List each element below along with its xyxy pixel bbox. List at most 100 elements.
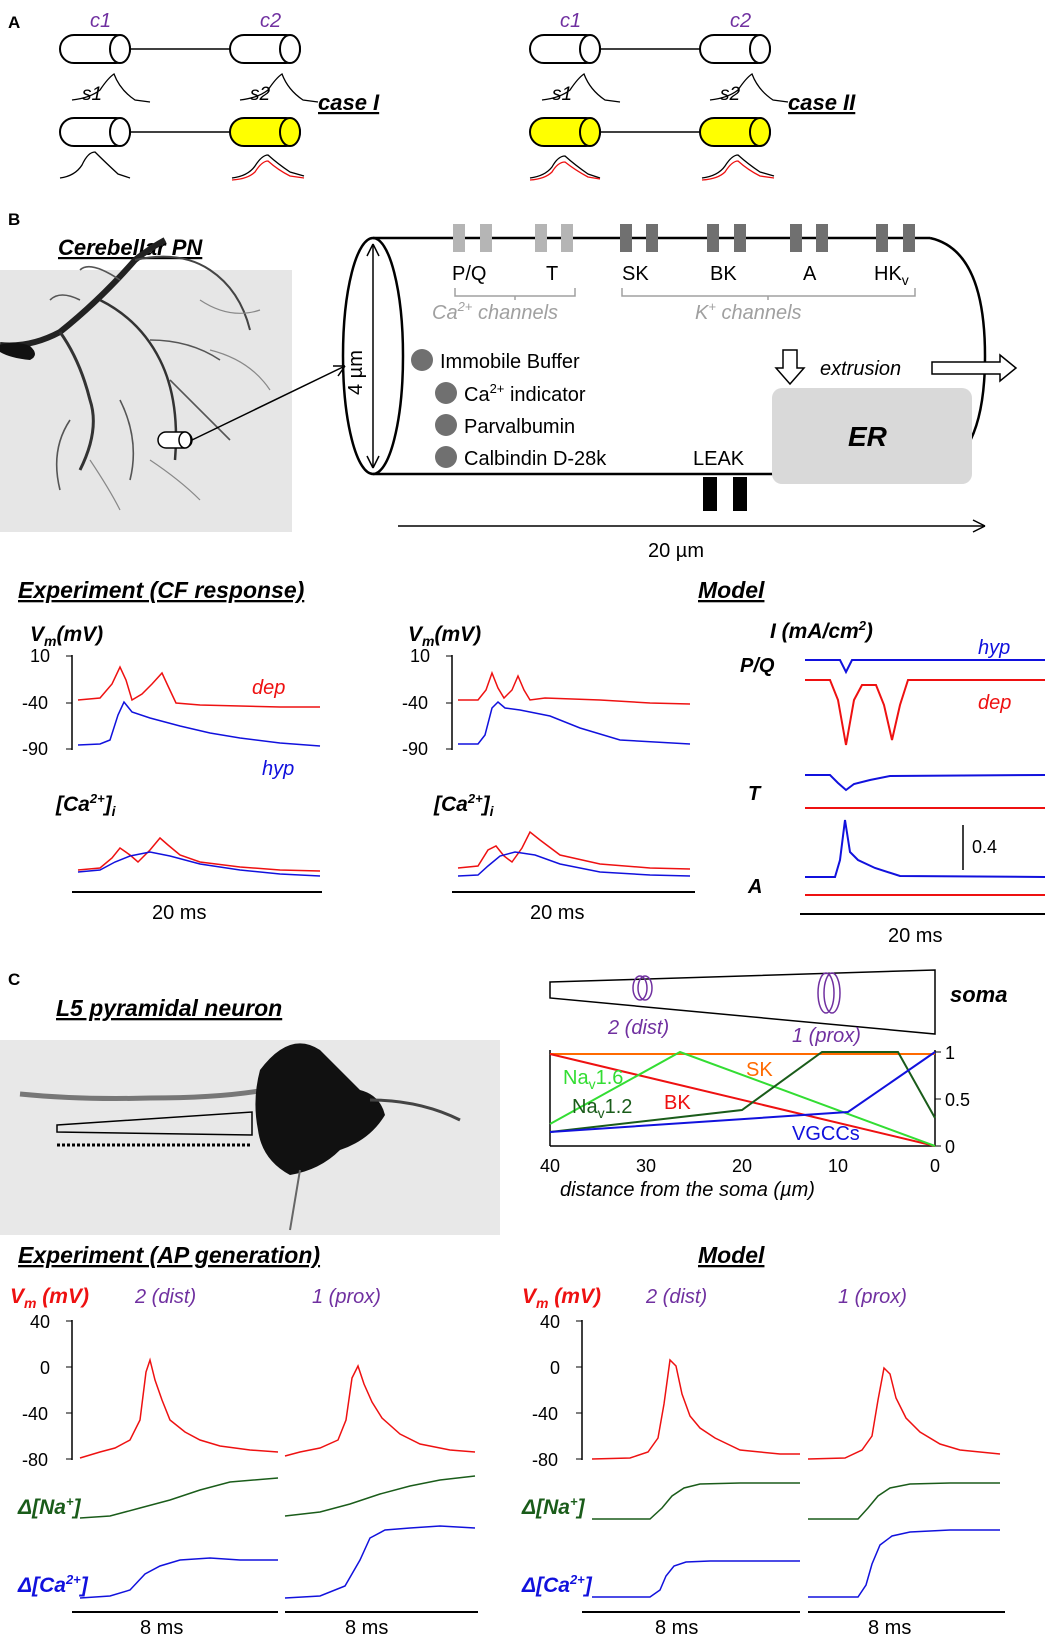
b-exp-dep: dep (252, 677, 285, 699)
x-tick-20: 20 (732, 1156, 752, 1176)
c-model-traces: Vm (mV) 2 (dist) 1 (prox) 40 0 -40 -80 Δ… (521, 1285, 1005, 1637)
c-exp-tick-80n: -80 (22, 1450, 48, 1470)
c-exp-vm-label: Vm (mV) (10, 1285, 89, 1311)
c-exp-prox: 1 (prox) (312, 1286, 381, 1308)
c-mod-ca-label: Δ[Ca2+] (521, 1572, 593, 1597)
y-tick-05: 0.5 (945, 1090, 970, 1110)
s1-label: s1 (82, 84, 102, 105)
immobile-buffer-label: Immobile Buffer (440, 351, 580, 373)
b-exp-ca-label: [Ca2+]i (55, 791, 117, 819)
c1-label-2: c1 (560, 10, 581, 32)
panel-c-label: C (8, 970, 20, 989)
panel-a-label: A (8, 13, 20, 32)
vgcc-line (549, 1051, 936, 1133)
channels (453, 224, 915, 252)
soma-label: soma (950, 982, 1007, 1007)
ca-channels-label: Ca2+ channels (432, 299, 558, 324)
b-exp-time: 20 ms (152, 902, 206, 924)
b-cur-time: 20 ms (888, 925, 942, 947)
extrusion-label: extrusion (820, 358, 901, 380)
c-mod-na-label: Δ[Na+] (521, 1494, 586, 1519)
case2-bottom (529, 117, 775, 181)
diameter-label: 4 µm (345, 350, 367, 395)
prox-label: 1 (prox) (792, 1025, 861, 1047)
y-tick-0: 0 (945, 1137, 955, 1157)
b-mod-tick-40: -40 (402, 693, 428, 713)
sk-series-label: SK (746, 1059, 773, 1081)
compartment-cylinder: 4 µm P/Q T SK BK A HKv (341, 224, 1018, 562)
channel-a: A (803, 263, 817, 285)
c-exp-na-label: Δ[Na+] (17, 1494, 82, 1519)
b-exp-tick-10: 10 (30, 646, 50, 666)
b-mod-tick-90: -90 (402, 739, 428, 759)
extrusion-arrow (931, 353, 1018, 383)
b-a-label: A (747, 876, 762, 898)
l5-title: L5 pyramidal neuron (56, 995, 282, 1021)
b-exp-tick-90: -90 (22, 739, 48, 759)
c2-label: c2 (260, 10, 281, 32)
panel-b: B Cerebellar PN 4 µm (0, 210, 1046, 947)
c-model-title: Model (698, 1242, 765, 1268)
bk-line (549, 1053, 936, 1147)
c-exp-time-2: 8 ms (345, 1617, 388, 1637)
c-mod-time-1: 8 ms (655, 1617, 698, 1637)
length-label: 20 µm (648, 540, 704, 562)
b-mod-tick-10: 10 (410, 646, 430, 666)
panel-a: A c1 c2 s1 s2 case I (8, 10, 856, 181)
panel-c: C L5 pyramidal neuron soma 2 (dist) 1 (p… (0, 969, 1007, 1637)
x-tick-40: 40 (540, 1156, 560, 1176)
channel-distribution-plot: 1 0.5 0 40 30 20 10 0 distance from the … (540, 1043, 970, 1201)
b-mod-time: 20 ms (530, 902, 584, 924)
x-tick-10: 10 (828, 1156, 848, 1176)
purkinje-neuron-image (0, 237, 346, 532)
case2-top: c1 c2 s1 s2 (529, 10, 789, 105)
calbindin-label: Calbindin D-28k (464, 448, 607, 470)
channel-hk: HKv (874, 263, 909, 288)
k-channels-label: K+ channels (695, 299, 802, 324)
case2-label: case II (788, 90, 856, 115)
b-model-vm-traces: Vm(mV) 10 -40 -90 [Ca2+]i 20 ms (402, 623, 695, 924)
channel-pq: P/Q (452, 263, 486, 285)
immobile-buffer-dot (411, 349, 433, 371)
c2-label-2: c2 (730, 10, 751, 32)
case1-top: c1 c2 s1 s2 (59, 10, 319, 105)
c-mod-prox: 1 (prox) (838, 1286, 907, 1308)
c-mod-tick-80n: -80 (532, 1450, 558, 1470)
nav16-line (549, 1050, 936, 1147)
bk-series-label: BK (664, 1092, 691, 1114)
channel-sk: SK (622, 263, 649, 285)
c-exp-tick-40n: -40 (22, 1404, 48, 1424)
x-axis-label: distance from the soma (µm) (560, 1179, 815, 1201)
cerebellar-title: Cerebellar PN (58, 235, 203, 260)
c-mod-tick-40: 40 (540, 1312, 560, 1332)
b-t-label: T (748, 783, 762, 805)
leak-label: LEAK (693, 448, 745, 470)
c-experiment-traces: Vm (mV) 2 (dist) 1 (prox) 40 0 -40 -80 Δ… (10, 1285, 478, 1637)
c-mod-time-2: 8 ms (868, 1617, 911, 1637)
x-tick-0: 0 (930, 1156, 940, 1176)
s2-label-2: s2 (720, 84, 741, 105)
c1-label: c1 (90, 10, 111, 32)
ca-indicator-label: Ca2+ indicator (464, 381, 586, 406)
nav12-line (549, 1051, 936, 1133)
s1-label-2: s1 (552, 84, 572, 105)
parvalbumin-label: Parvalbumin (464, 416, 575, 438)
b-cur-hyp: hyp (978, 637, 1010, 659)
c-exp-time-1: 8 ms (140, 1617, 183, 1637)
b-exp-tick-40: -40 (22, 693, 48, 713)
vgcc-series-label: VGCCs (792, 1123, 860, 1145)
b-mod-ca-label: [Ca2+]i (433, 791, 495, 819)
case1-label: case I (318, 90, 380, 115)
l5-neuron-image (0, 1040, 500, 1235)
c-mod-dist: 2 (dist) (645, 1286, 707, 1308)
b-model-currents: I (mA/cm2) P/Q hyp dep T 0.4 A 20 ms (740, 618, 1046, 947)
nav12-series-label: Nav1.2 (572, 1096, 632, 1121)
c-mod-vm-label: Vm (mV) (522, 1285, 601, 1311)
b-model-title: Model (698, 577, 765, 603)
b-experiment-traces: Vm(mV) 10 -40 -90 dep hyp [Ca2+]i 20 ms (22, 623, 322, 924)
c-mod-tick-40n: -40 (532, 1404, 558, 1424)
y-tick-1: 1 (945, 1043, 955, 1063)
b-current-label: I (mA/cm2) (770, 618, 873, 643)
channel-bk: BK (710, 263, 737, 285)
c-exp-ca-label: Δ[Ca2+] (17, 1572, 89, 1597)
